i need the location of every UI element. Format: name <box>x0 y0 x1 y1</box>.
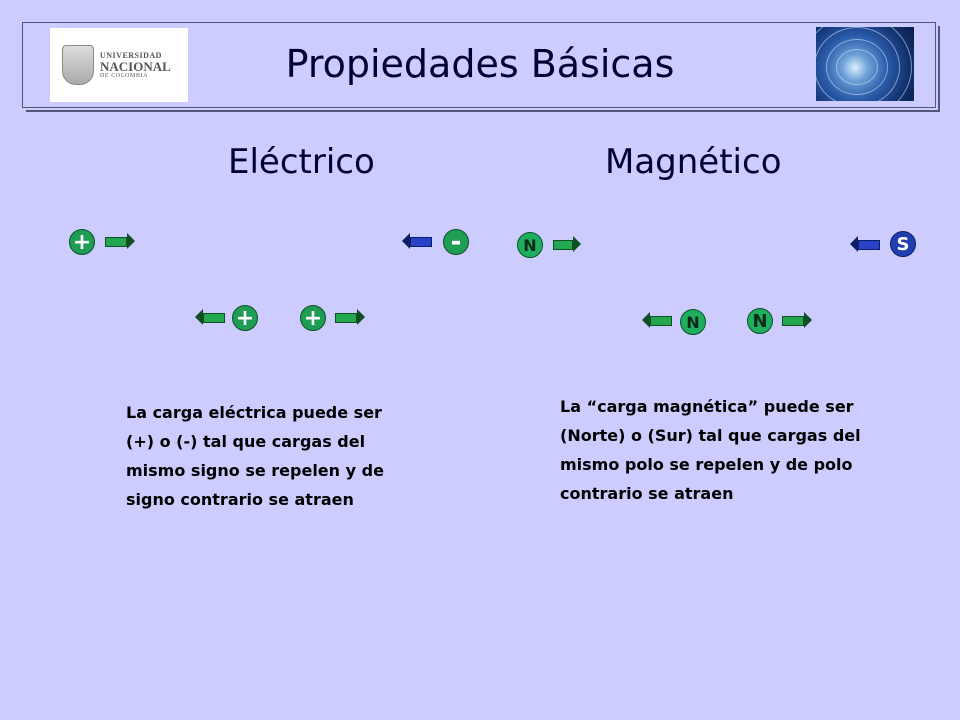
positive-charge: + <box>69 229 95 255</box>
logo-text: UNIVERSIDAD NACIONAL DE COLOMBIA <box>100 50 171 79</box>
left-arrow-icon <box>402 233 432 249</box>
left-arrow-icon <box>850 236 880 252</box>
magnetic-field-image <box>816 27 914 101</box>
university-logo: UNIVERSIDAD NACIONAL DE COLOMBIA <box>50 28 188 102</box>
right-arrow-icon <box>105 233 135 249</box>
right-arrow-icon <box>782 312 812 328</box>
logo-line-3: DE COLOMBIA <box>100 72 149 79</box>
right-arrow-icon <box>553 236 581 252</box>
header-shadow <box>26 26 940 112</box>
left-arrow-icon <box>195 309 225 325</box>
electric-heading: Eléctrico <box>228 142 375 182</box>
logo-shield-icon <box>62 45 94 85</box>
magnetic-heading: Magnético <box>605 142 782 182</box>
north-pole: N <box>747 308 773 334</box>
positive-charge: + <box>232 305 258 331</box>
header-box <box>22 22 936 108</box>
logo-line-1: UNIVERSIDAD <box>100 50 162 60</box>
positive-charge: + <box>300 305 326 331</box>
north-pole: N <box>517 232 543 258</box>
left-arrow-icon <box>642 312 672 328</box>
south-pole: S <box>890 231 916 257</box>
right-arrow-icon <box>335 309 365 325</box>
logo-line-2: NACIONAL <box>100 58 171 74</box>
electric-description: La carga eléctrica puede ser (+) o (-) t… <box>126 403 384 509</box>
magnetic-description: La “carga magnética” puede ser (Norte) o… <box>560 397 861 503</box>
page-title: Propiedades Básicas <box>285 42 675 86</box>
north-pole: N <box>680 309 706 335</box>
negative-charge: - <box>443 227 469 257</box>
